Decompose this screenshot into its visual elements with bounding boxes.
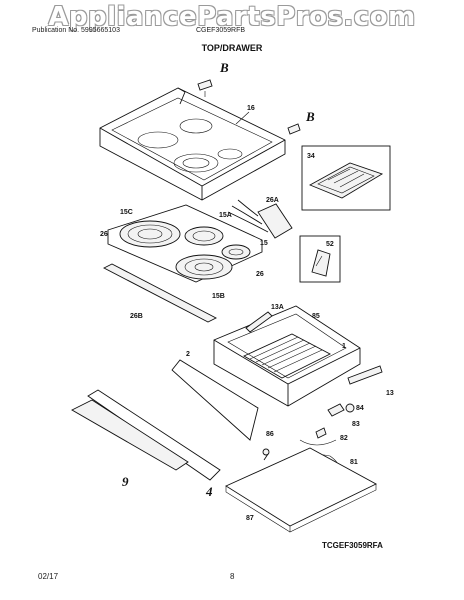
label-b-right: B <box>305 109 315 124</box>
griddle-inset <box>301 145 391 211</box>
label-87: 87 <box>246 515 254 522</box>
label-13a: 13A <box>271 304 284 311</box>
label-52: 52 <box>326 241 334 248</box>
watermark: AppliancePartsPros.com <box>48 2 416 32</box>
label-15: 15 <box>260 240 268 247</box>
diagram-tag: TCGEF3059RFA <box>322 541 383 550</box>
drawer-slide-right <box>347 365 383 385</box>
label-84: 84 <box>356 405 364 412</box>
label-82: 82 <box>340 435 348 442</box>
label-86: 86 <box>266 431 274 438</box>
label-b-top: B <box>219 60 229 75</box>
label-15c: 15C <box>120 209 133 216</box>
footer-page: 8 <box>230 572 235 581</box>
label-83: 83 <box>352 421 360 428</box>
label-9: 9 <box>122 474 129 489</box>
cooktop-glass <box>99 87 286 201</box>
label-34: 34 <box>307 153 315 160</box>
publication-number: Publication No. 5995665103 <box>32 27 120 34</box>
label-15b: 15B <box>212 293 225 300</box>
label-15a: 15A <box>219 212 232 219</box>
drawer-rack <box>243 333 331 379</box>
label-26a: 26A <box>266 197 279 204</box>
bracket-inset <box>299 235 341 283</box>
wire-harness <box>227 199 293 239</box>
section-title: TOP/DRAWER <box>201 43 263 53</box>
label-85: 85 <box>312 313 320 320</box>
label-26-right: 26 <box>256 271 264 278</box>
switch-parts <box>299 403 355 446</box>
front-rail <box>103 263 217 323</box>
model-number: CGEF3059RFB <box>196 27 246 34</box>
label-26-left: 26 <box>100 231 108 238</box>
clip-left <box>197 79 213 97</box>
drawer-front <box>71 389 221 481</box>
drawer-slide-left <box>245 311 273 333</box>
drawer-inner-panel <box>171 359 259 441</box>
label-4: 4 <box>205 484 213 499</box>
label-1: 1 <box>342 343 346 350</box>
surface-elements <box>107 204 263 283</box>
drawer-bottom-pan <box>225 447 377 533</box>
clip-right <box>287 123 301 135</box>
label-16: 16 <box>247 105 255 112</box>
label-26b: 26B <box>130 313 143 320</box>
label-13: 13 <box>386 390 394 397</box>
label-2: 2 <box>186 351 190 358</box>
drawer-body <box>213 305 361 407</box>
footer-date: 02/17 <box>38 572 59 581</box>
label-81: 81 <box>350 459 358 466</box>
